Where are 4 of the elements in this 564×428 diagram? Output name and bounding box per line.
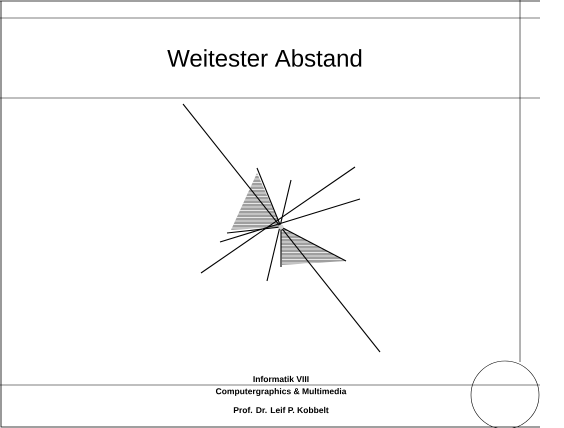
footer-text: Prof. Dr. Leif P. Kobbelt xyxy=(234,406,329,414)
footer-text: Computergraphics & Multimedia xyxy=(216,388,346,396)
slide-title: Weitester Abstand xyxy=(167,49,362,67)
footer-text: Informatik VIII xyxy=(253,376,309,382)
